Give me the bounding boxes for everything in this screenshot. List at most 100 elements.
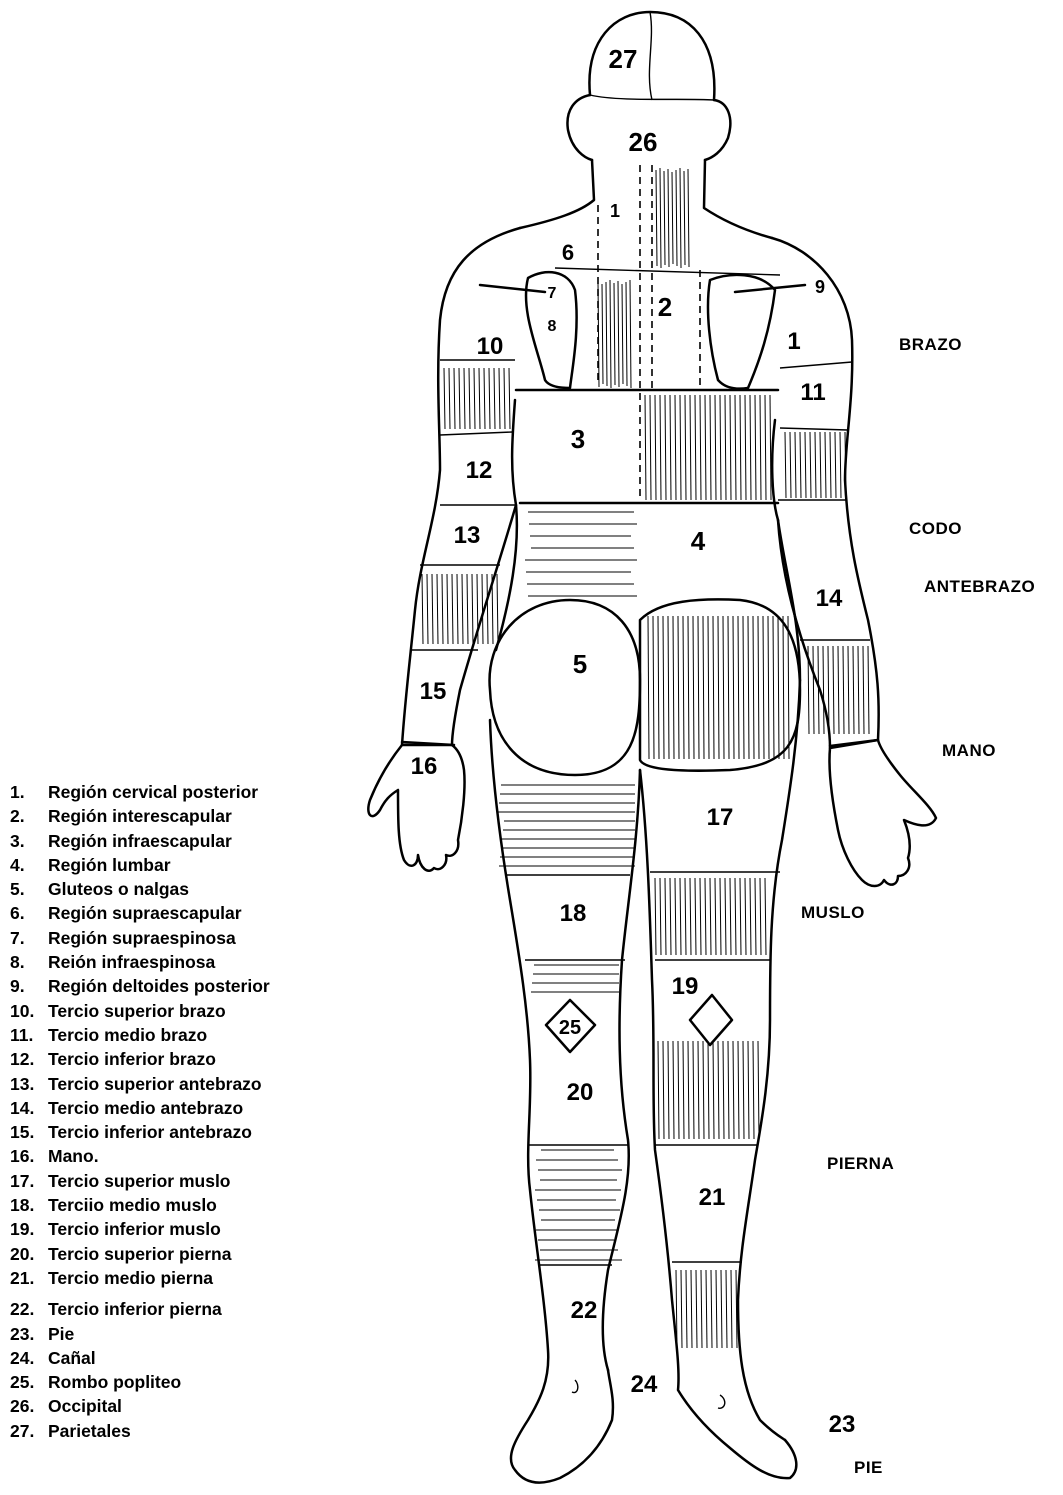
hatch-line	[673, 1041, 674, 1139]
legend-number: 27.	[10, 1419, 48, 1443]
hatch-line	[678, 616, 679, 759]
label-brazo: BRAZO	[899, 335, 962, 355]
hatch-line	[673, 616, 674, 759]
region-legend: 1.Región cervical posterior 2.Región int…	[10, 780, 270, 1443]
legend-item: 23.Pie	[10, 1322, 270, 1346]
hatch-line	[683, 1041, 684, 1139]
legend-label: Tercio medio pierna	[48, 1268, 213, 1288]
right-leg-outer	[738, 680, 800, 1440]
region-number-27: 27	[609, 44, 638, 74]
hatch-line	[444, 368, 445, 429]
hatch-line	[665, 395, 666, 500]
legend-item: 16.Mano.	[10, 1144, 270, 1168]
region-number-1-shoulder: 1	[787, 328, 800, 355]
hatch-line	[675, 878, 676, 955]
hatch-line	[655, 878, 656, 955]
hatch-line	[840, 432, 841, 498]
hatch-line	[680, 395, 681, 500]
right-arm-band-2	[780, 428, 848, 430]
hatch-line	[681, 1270, 682, 1348]
legend-number: 11.	[10, 1023, 48, 1047]
hatch-line	[422, 574, 423, 644]
hatch-line	[452, 574, 453, 644]
hatch-line	[688, 169, 689, 267]
body-outline	[368, 12, 936, 1483]
hatch-line	[672, 172, 673, 264]
hatch-line	[701, 1270, 702, 1348]
hatch-line	[745, 878, 746, 955]
legend-item: 24.Cañal	[10, 1346, 270, 1370]
hatch-line	[725, 878, 726, 955]
label-mano: MANO	[942, 741, 996, 761]
hatch-line	[700, 395, 701, 500]
hatch-line	[688, 1041, 689, 1139]
hatch-line	[755, 395, 756, 500]
hatch-line	[830, 432, 831, 498]
hatch-line	[695, 878, 696, 955]
legend-label: Parietales	[48, 1421, 131, 1441]
hatch-line	[843, 646, 844, 734]
hatch-line	[710, 395, 711, 500]
region-number-19: 19	[672, 973, 699, 1000]
hatch-line	[750, 878, 751, 955]
hatch-line	[848, 646, 849, 734]
hatch-line	[695, 395, 696, 500]
hatch-line	[713, 1041, 714, 1139]
hatch-line	[718, 616, 719, 759]
hatch-line	[467, 574, 468, 644]
hatch-line	[733, 616, 734, 759]
legend-label: Mano.	[48, 1146, 99, 1166]
right-ear	[705, 100, 730, 160]
hatch-line	[464, 368, 465, 429]
hatch-line	[763, 616, 764, 759]
left-scapula-spine	[480, 285, 545, 292]
region-number-11: 11	[800, 379, 825, 406]
legend-number: 8.	[10, 950, 48, 974]
legend-number: 21.	[10, 1266, 48, 1290]
hatch-line	[778, 616, 779, 759]
region-number-9: 9	[815, 277, 825, 297]
hatch-line	[748, 1041, 749, 1139]
hatch-line	[713, 616, 714, 759]
hatch-line	[653, 616, 654, 759]
hatch-line	[665, 878, 666, 955]
hatch-line	[668, 616, 669, 759]
legend-label: Tercio inferior pierna	[48, 1299, 222, 1319]
neck-right	[704, 160, 772, 238]
hatch-line	[693, 1041, 694, 1139]
legend-number: 18.	[10, 1193, 48, 1217]
legend-label: Tercio medio brazo	[48, 1025, 207, 1045]
hatch-line	[745, 395, 746, 500]
hatch-line	[758, 1041, 759, 1139]
hatch-line	[765, 395, 766, 500]
legend-item: 26.Occipital	[10, 1394, 270, 1418]
hatch-line	[738, 1041, 739, 1139]
legend-item: 12.Tercio inferior brazo	[10, 1047, 270, 1071]
neck-left	[520, 160, 594, 228]
hatch-line	[815, 432, 816, 498]
hatch-line	[723, 1041, 724, 1139]
hatch-line	[768, 616, 769, 759]
label-pie: PIE	[854, 1458, 883, 1478]
region-number-24: 24	[631, 1371, 658, 1398]
left-arm-outer	[402, 228, 520, 745]
legend-number: 5.	[10, 877, 48, 901]
hatch-line	[738, 616, 739, 759]
hatch-line	[710, 878, 711, 955]
hatch-line	[606, 282, 607, 386]
region-number-20: 20	[567, 1079, 594, 1106]
hatch-line	[755, 878, 756, 955]
hatch-line	[680, 168, 681, 268]
legend-label: Tercio superior brazo	[48, 1001, 226, 1021]
legend-item: 19.Tercio inferior muslo	[10, 1217, 270, 1241]
hatch-line	[648, 616, 649, 759]
legend-label: Terciio medio muslo	[48, 1195, 217, 1215]
hatch-line	[743, 1041, 744, 1139]
hatch-line	[668, 1041, 669, 1139]
hatch-line	[705, 395, 706, 500]
hatch-line	[489, 368, 490, 429]
hatch-line	[658, 1041, 659, 1139]
hatch-line	[790, 432, 791, 498]
hatch-line	[740, 395, 741, 500]
legend-item: 20.Tercio superior pierna	[10, 1242, 270, 1266]
